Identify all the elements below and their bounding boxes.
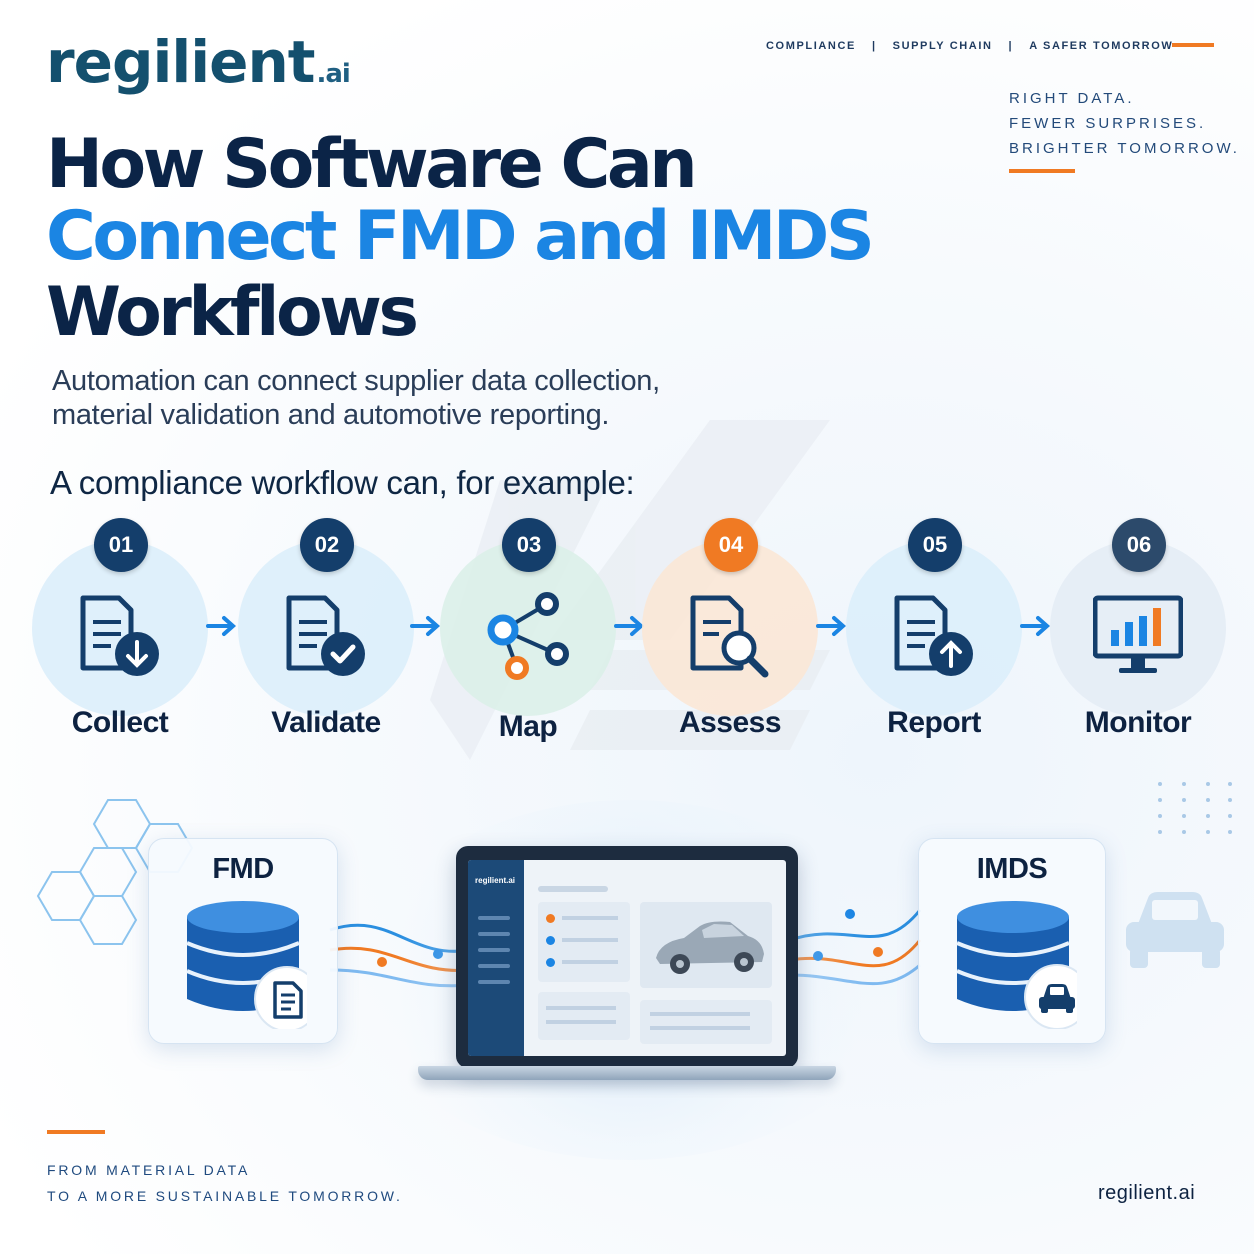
step-label: Map xyxy=(498,710,558,743)
database-car-icon xyxy=(956,901,1077,1029)
step-number: 02 xyxy=(300,518,354,572)
headline-line-2: Connect FMD and IMDS xyxy=(46,197,875,276)
footer-line: FROM MATERIAL DATA xyxy=(47,1162,251,1178)
sidebar-item xyxy=(478,964,510,968)
laptop-base xyxy=(418,1066,836,1080)
nav-safer-tomorrow: A SAFER TOMORROW xyxy=(1029,40,1174,52)
tagline: RIGHT DATA. FEWER SURPRISES. BRIGHTER TO… xyxy=(1009,86,1240,161)
document-upload-icon xyxy=(894,595,973,676)
header-bar xyxy=(538,886,608,892)
headline-line-3: Workflows xyxy=(46,273,419,352)
example-label: A compliance workflow can, for example: xyxy=(50,464,635,501)
tagline-line: FEWER SURPRISES. xyxy=(1009,115,1207,132)
step-validate: 02 Validate xyxy=(236,518,416,748)
step-number: 05 xyxy=(908,518,962,572)
network-nodes-icon xyxy=(487,592,569,680)
footer-line: TO A MORE SUSTAINABLE TOMORROW. xyxy=(47,1188,403,1204)
imds-title: IMDS xyxy=(976,853,1048,885)
tagline-line: RIGHT DATA. xyxy=(1009,90,1135,107)
app-logo: regilient.ai xyxy=(475,876,516,885)
document-check-icon xyxy=(286,595,365,676)
car-image-icon xyxy=(656,921,764,974)
app-sidebar: regilient.ai xyxy=(468,860,524,1056)
sidebar-item xyxy=(478,980,510,984)
car-outline-icon xyxy=(1126,892,1224,968)
step-label: Report xyxy=(887,706,981,739)
footer-text: FROM MATERIAL DATA TO A MORE SUSTAINABLE… xyxy=(47,1157,403,1209)
step-collect: 01 Collect xyxy=(30,518,210,748)
step-label: Assess xyxy=(678,706,782,739)
step-number: 04 xyxy=(704,518,758,572)
sidebar-item xyxy=(478,932,510,936)
accent-bar xyxy=(47,1130,105,1134)
dot-grid-icon xyxy=(1158,782,1232,834)
brand-suffix: .ai xyxy=(316,59,350,89)
arrow-right-icon xyxy=(816,616,847,636)
step-number: 06 xyxy=(1112,518,1166,572)
step-map: 03 Map xyxy=(438,518,618,748)
step-monitor: 06 Monitor xyxy=(1048,518,1228,748)
subtitle-line: material validation and automotive repor… xyxy=(52,399,610,431)
nav-supply-chain: SUPPLY CHAIN xyxy=(892,40,993,52)
sidebar-item xyxy=(478,948,510,952)
accent-bar xyxy=(1172,43,1214,47)
arrow-right-icon xyxy=(614,616,645,636)
headline-line-1: How Software Can xyxy=(46,125,698,204)
list-panel xyxy=(538,902,630,982)
subtitle-line: Automation can connect supplier data col… xyxy=(52,365,660,397)
step-number: 01 xyxy=(94,518,148,572)
document-download-icon xyxy=(80,595,159,676)
laptop-display: regilient.ai xyxy=(468,860,786,1056)
fmd-title: FMD xyxy=(212,853,274,885)
step-label: Validate xyxy=(271,706,381,739)
document-search-icon xyxy=(690,595,769,678)
step-report: 05 Report xyxy=(844,518,1024,748)
subtitle: Automation can connect supplier data col… xyxy=(52,364,660,432)
laptop-screen: regilient.ai xyxy=(456,846,798,1068)
arrow-right-icon xyxy=(206,616,237,636)
tagline-line: BRIGHTER TOMORROW. xyxy=(1009,140,1240,157)
hexagon-pattern-icon xyxy=(36,799,194,945)
imds-card: IMDS xyxy=(918,838,1106,1044)
arrow-right-icon xyxy=(1020,616,1051,636)
nav-compliance: COMPLIANCE xyxy=(766,40,856,52)
step-label: Monitor xyxy=(1084,706,1192,739)
nav-separator: | xyxy=(871,40,877,52)
accent-bar xyxy=(1009,169,1075,173)
step-assess: 04 Assess xyxy=(640,518,820,748)
arrow-right-icon xyxy=(410,616,441,636)
sidebar-item xyxy=(478,916,510,920)
info-panel xyxy=(640,1000,772,1044)
info-panel xyxy=(538,992,630,1040)
database-document-icon xyxy=(186,901,307,1029)
bar-chart-monitor-icon xyxy=(1093,595,1183,673)
top-nav: COMPLIANCE | SUPPLY CHAIN | A SAFER TOMO… xyxy=(766,40,1173,52)
brand-name: regilient xyxy=(46,28,315,96)
brand-logo: regilient.ai xyxy=(46,28,351,96)
step-number: 03 xyxy=(502,518,556,572)
fmd-card: FMD xyxy=(148,838,338,1044)
nav-separator: | xyxy=(1008,40,1014,52)
step-label: Collect xyxy=(71,706,169,739)
car-illustration xyxy=(640,902,772,988)
footer-brand: regilient.ai xyxy=(1098,1182,1196,1204)
